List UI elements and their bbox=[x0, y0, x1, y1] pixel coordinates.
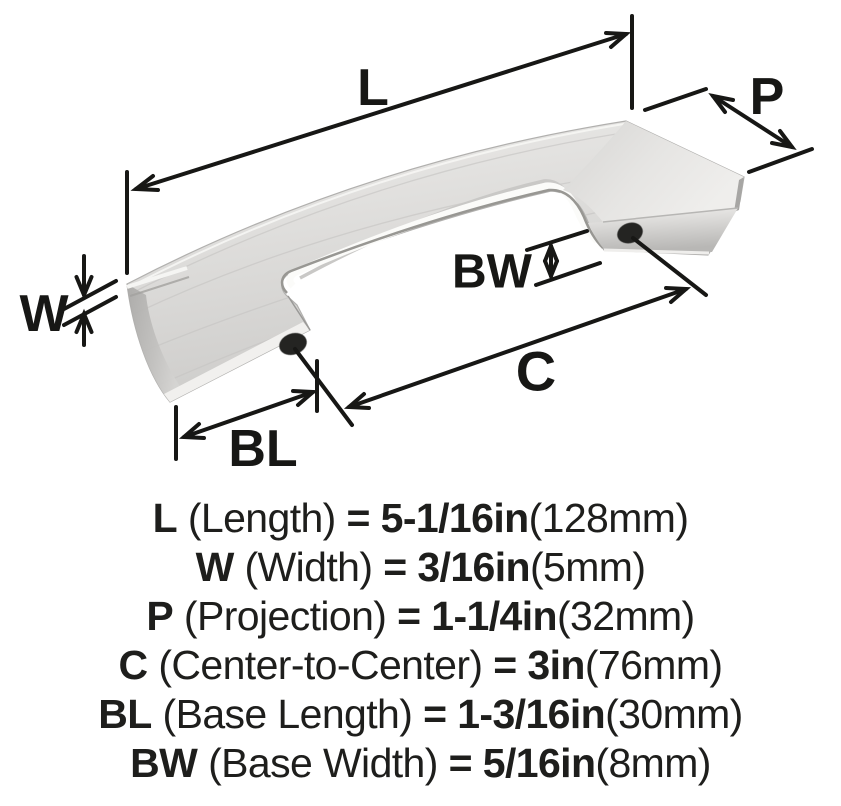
dim-base-length bbox=[174, 359, 319, 461]
label-length: L bbox=[357, 59, 389, 117]
dim-length bbox=[125, 14, 634, 275]
dim-base-width-tick-lower bbox=[534, 261, 602, 287]
dim-base-width-arrow-top bbox=[543, 240, 559, 263]
spec-line-length: L (Length) = 5-1/16in(128mm) bbox=[0, 494, 841, 543]
label-base-width: BW bbox=[452, 246, 533, 299]
dim-center-line bbox=[347, 287, 688, 409]
spec-abbr: BW bbox=[130, 740, 198, 786]
spec-name: (Center-to-Center) bbox=[158, 642, 483, 688]
dim-projection-line bbox=[711, 94, 794, 149]
dim-projection-ext-upper bbox=[643, 87, 708, 112]
dim-base-width bbox=[525, 229, 602, 287]
spec-abbr: W bbox=[195, 544, 235, 590]
spec-metric: (32mm) bbox=[556, 593, 695, 639]
dim-center-leader-right bbox=[631, 236, 708, 297]
dim-center-arrow-right bbox=[664, 286, 692, 304]
dim-width-arrow-down-head bbox=[74, 275, 94, 301]
spec-line-projection: P (Projection) = 1-1/4in(32mm) bbox=[0, 592, 841, 641]
spec-value: = 5-1/16in bbox=[346, 495, 530, 541]
dim-base-length-arrow-right bbox=[291, 389, 319, 407]
dim-length-arrow-left bbox=[130, 174, 160, 192]
left-tip-edge-shade bbox=[129, 276, 190, 297]
dim-projection-arrow-upper bbox=[708, 93, 735, 114]
label-center-to-center: C bbox=[516, 340, 556, 403]
dim-width-tick-lower bbox=[62, 295, 118, 327]
spec-value: = 3in bbox=[493, 642, 585, 688]
dimension-spec-list: L (Length) = 5-1/16in(128mm) W (Width) =… bbox=[0, 494, 841, 788]
spec-abbr: BL bbox=[98, 691, 152, 737]
spec-name: (Length) bbox=[187, 495, 337, 541]
spec-value: = 1-3/16in bbox=[423, 691, 606, 737]
left-foot-right-edge bbox=[287, 295, 311, 331]
spec-name: (Width) bbox=[244, 544, 373, 590]
spec-metric: (30mm) bbox=[605, 691, 743, 737]
spec-abbr: C bbox=[118, 642, 149, 688]
dim-width-arrow-up-head bbox=[74, 308, 94, 334]
spec-metric: (76mm) bbox=[584, 642, 723, 688]
left-foot-side-face bbox=[127, 284, 185, 402]
dim-center-arrow-left bbox=[343, 392, 371, 410]
dim-width bbox=[62, 254, 118, 347]
spec-name: (Base Width) bbox=[208, 740, 438, 786]
dim-center-to-center bbox=[293, 236, 708, 427]
label-width: W bbox=[19, 285, 69, 343]
handle-drawing bbox=[126, 120, 745, 403]
dim-length-line bbox=[134, 32, 628, 191]
spec-metric: (5mm) bbox=[529, 544, 646, 590]
spec-name: (Base Length) bbox=[162, 691, 413, 737]
spec-metric: (128mm) bbox=[528, 495, 689, 541]
dim-projection-arrow-lower bbox=[770, 129, 797, 150]
spec-value: = 3/16in bbox=[383, 544, 530, 590]
dim-base-width-tick-upper bbox=[525, 229, 589, 252]
dim-projection bbox=[643, 87, 814, 174]
left-tip-edge-highlight bbox=[126, 266, 188, 289]
spec-line-base-length: BL (Base Length) = 1-3/16in(30mm) bbox=[0, 690, 841, 739]
dim-base-length-arrow-left bbox=[178, 422, 206, 440]
spec-value: = 1-1/4in bbox=[397, 593, 557, 639]
grip-channel-lip bbox=[280, 188, 604, 294]
dim-length-arrow-right bbox=[604, 31, 632, 49]
spec-metric: (8mm) bbox=[595, 740, 711, 786]
spec-line-center-to-center: C (Center-to-Center) = 3in(76mm) bbox=[0, 641, 841, 690]
label-base-length: BL bbox=[228, 420, 297, 478]
label-projection: P bbox=[750, 68, 785, 126]
dimension-labels: L P W BW C BL bbox=[19, 59, 784, 478]
dim-width-tick-upper bbox=[62, 279, 118, 311]
grip-channel-highlight bbox=[286, 182, 600, 289]
spec-value: = 5/16in bbox=[448, 740, 596, 786]
dim-base-length-line bbox=[182, 390, 315, 439]
dim-center-leader-left bbox=[293, 347, 354, 427]
right-foot-side-face bbox=[734, 177, 744, 212]
dim-base-width-arrow-bottom bbox=[543, 259, 559, 282]
right-foot-face-edge bbox=[602, 207, 739, 223]
right-foot-bottom-strip bbox=[603, 248, 710, 255]
dim-projection-ext-lower bbox=[747, 147, 814, 174]
back-edge-highlight bbox=[127, 123, 625, 289]
spec-abbr: P bbox=[146, 593, 174, 639]
spec-name: (Projection) bbox=[183, 593, 387, 639]
spec-abbr: L bbox=[152, 495, 178, 541]
left-foot-bottom-strip bbox=[164, 322, 310, 402]
right-foot-top-face bbox=[563, 121, 744, 222]
spec-line-base-width: BW (Base Width) = 5/16in(8mm) bbox=[0, 739, 841, 788]
dimension-annotations bbox=[62, 14, 814, 461]
spec-line-width: W (Width) = 3/16in(5mm) bbox=[0, 543, 841, 592]
